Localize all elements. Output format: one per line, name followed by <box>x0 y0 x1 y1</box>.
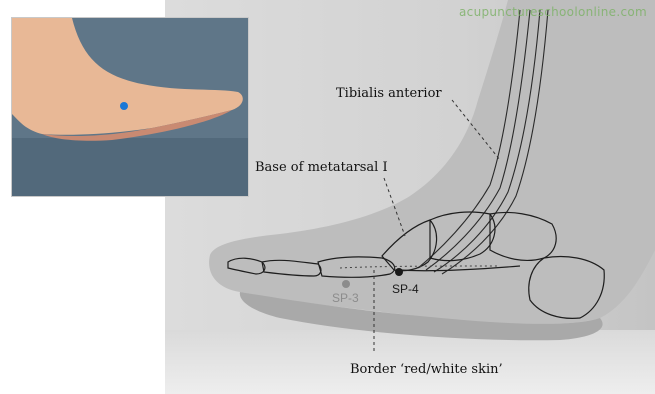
border-skin-label: Border ‘red/white skin’ <box>350 362 503 377</box>
inset-photo <box>12 18 248 196</box>
watermark-text: acupunctureschoolonline.com <box>459 5 647 19</box>
base-metatarsal-label: Base of metatarsal I <box>255 160 388 175</box>
tibialis-anterior-label: Tibialis anterior <box>336 86 442 101</box>
sp3-label: SP-3 <box>332 291 359 305</box>
sp3-point <box>342 280 350 288</box>
inset-point-marker <box>120 102 128 110</box>
sp4-point <box>395 268 403 276</box>
sp4-label: SP-4 <box>392 282 419 296</box>
